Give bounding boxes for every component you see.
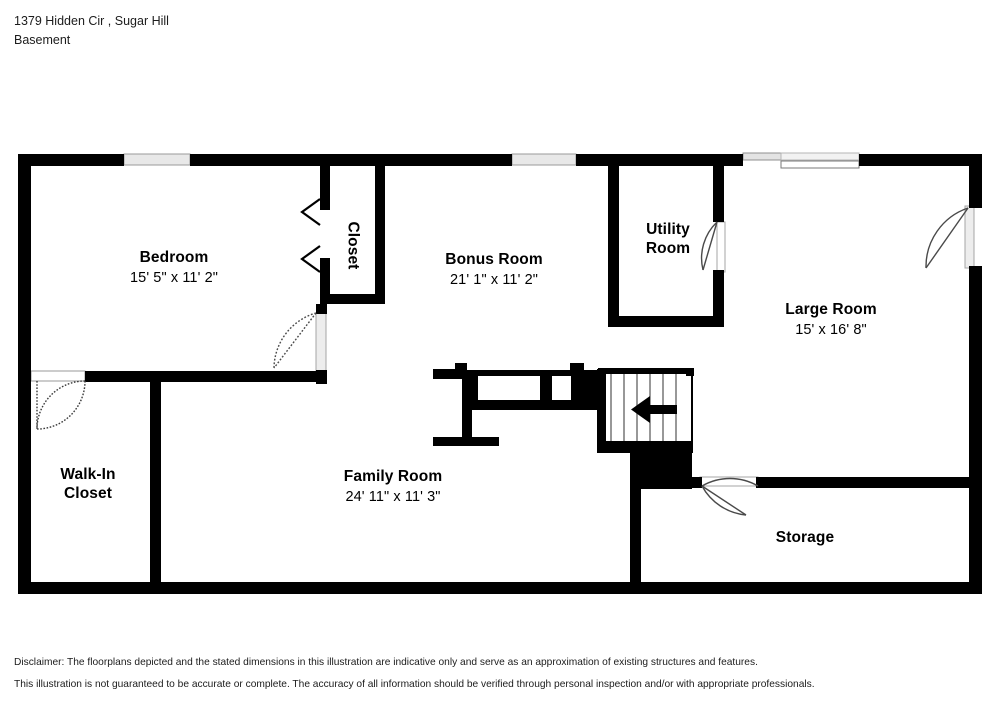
staircase: [597, 368, 694, 489]
property-address: 1379 Hidden Cir , Sugar Hill: [14, 14, 169, 28]
plan-header: 1379 Hidden Cir , Sugar Hill Basement: [14, 12, 514, 50]
door-storage: [701, 477, 759, 516]
stair-direction-arrow: [631, 396, 677, 423]
door-large-room: [925, 207, 969, 269]
exterior-walls: [18, 154, 982, 594]
door-utility-room: [700, 221, 718, 271]
bifold-closet-upper: [300, 198, 321, 226]
windows-group: [30, 152, 975, 487]
window-bedroom: [123, 153, 191, 166]
center-closet-and-stairwell: [433, 363, 598, 446]
door-bedroom: [273, 312, 317, 369]
window-bonus-room: [511, 153, 577, 166]
opening-utility-room-door: [716, 221, 726, 273]
interior-walls: [85, 166, 982, 593]
slider-large-room: [742, 152, 860, 169]
door-swings: [36, 198, 969, 516]
opening-large-room-door: [964, 205, 975, 269]
bifold-closet-lower: [300, 245, 321, 273]
disclaimer-line-1: Disclaimer: The floorplans depicted and …: [14, 657, 758, 668]
opening-bedroom-door: [315, 312, 327, 372]
floor-level-label: Basement: [14, 33, 71, 47]
plan-footer: Disclaimer: The floorplans depicted and …: [14, 652, 974, 696]
disclaimer-line-2: This illustration is not guaranteed to b…: [14, 679, 815, 690]
door-walk-in-closet: [36, 380, 86, 430]
opening-walk-in-closet: [30, 370, 86, 382]
